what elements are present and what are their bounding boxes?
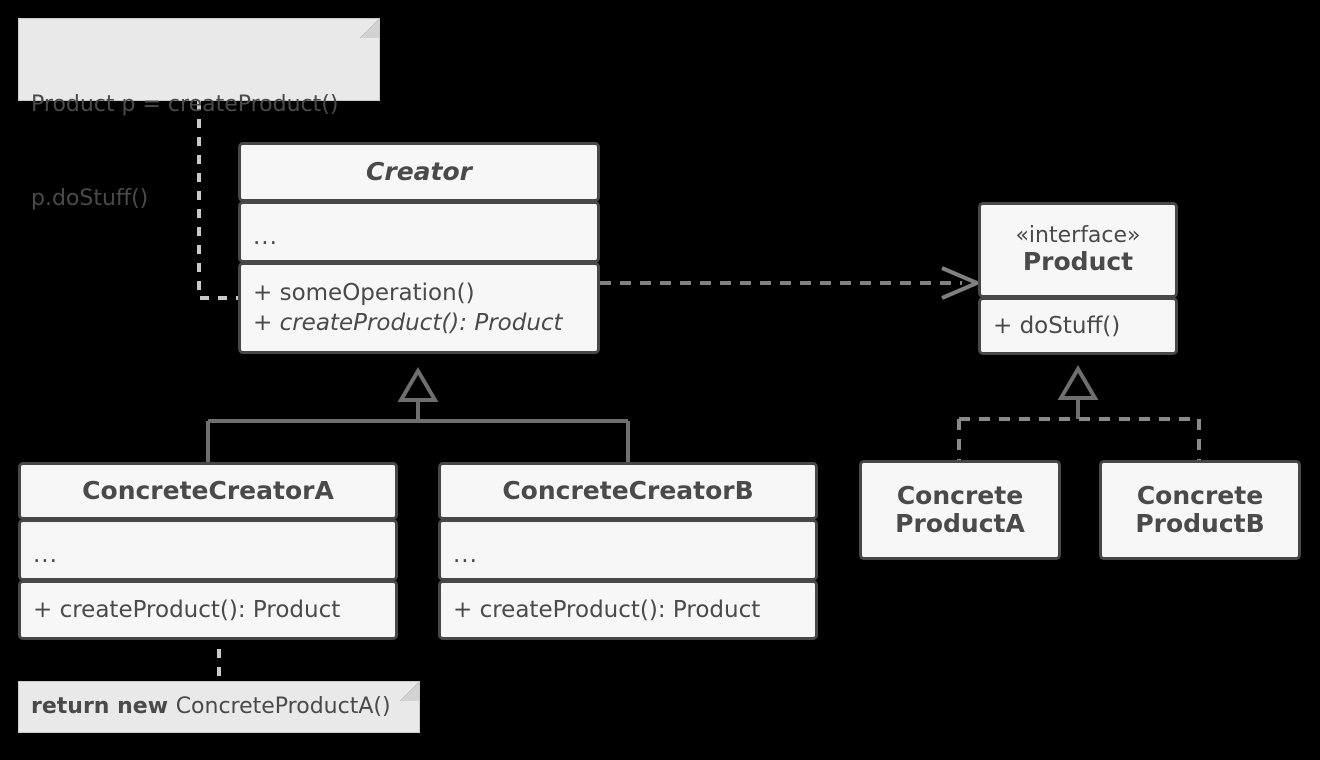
- class-product-name: Product: [1022, 247, 1134, 277]
- note-line-2: p.doStuff(): [31, 186, 149, 212]
- class-concretecreatora[interactable]: ConcreteCreatorA ... + createProduct(): …: [18, 462, 398, 640]
- class-concretecreatorb-title-compartment: ConcreteCreatorB: [438, 462, 818, 520]
- class-concretecreatora-name: ConcreteCreatorA: [82, 476, 334, 505]
- class-concreteproductb-name-line2: ProductB: [1135, 509, 1265, 538]
- class-product-operations-compartment: + doStuff(): [978, 297, 1178, 355]
- class-product-title-compartment: «interface» Product: [978, 202, 1178, 298]
- note-creator-usage: Product p = createProduct() p.doStuff(): [18, 18, 380, 211]
- class-creator-operation-someoperation: + someOperation(): [253, 279, 475, 306]
- class-creator-title-compartment: Creator: [238, 142, 600, 202]
- class-concreteproducta-name-line1: Concrete: [896, 481, 1024, 510]
- class-concreteproductb-title-compartment: Concrete ProductB: [1099, 460, 1301, 560]
- class-concretecreatorb-name: ConcreteCreatorB: [502, 476, 754, 505]
- realization-tree-product: [957, 365, 1201, 460]
- dependency-creator-to-product: [600, 266, 983, 300]
- class-product[interactable]: «interface» Product + doStuff(): [978, 202, 1178, 355]
- class-concretecreatora-operations-compartment: + createProduct(): Product: [18, 580, 398, 640]
- class-concretecreatorb-attributes-compartment: ...: [438, 519, 818, 581]
- class-concretecreatorb-operations-compartment: + createProduct(): Product: [438, 580, 818, 640]
- note-factory-bold-part: return new: [31, 694, 176, 720]
- class-creator-name: Creator: [366, 157, 472, 186]
- class-concretecreatora-operation-createproduct: + createProduct(): Product: [33, 596, 341, 623]
- class-creator-operations-compartment: + someOperation() + createProduct(): Pro…: [238, 262, 600, 354]
- note-factory-rest: ConcreteProductA(): [175, 694, 391, 720]
- class-concretecreatora-attributes-compartment: ...: [18, 519, 398, 581]
- class-creator-operation-createproduct: + createProduct(): Product: [253, 310, 563, 336]
- note-line-1: Product p = createProduct(): [31, 92, 339, 118]
- class-creator[interactable]: Creator ... + someOperation() + createPr…: [238, 142, 600, 354]
- class-creator-attributes-compartment: ...: [238, 201, 600, 263]
- class-creator-attributes: ...: [253, 224, 278, 250]
- note-factory-return: return new ConcreteProductA(): [18, 681, 420, 733]
- class-concretecreatorb-attributes: ...: [453, 542, 478, 568]
- class-concretecreatora-attributes: ...: [33, 542, 58, 568]
- generalization-tree-creator: [206, 367, 630, 462]
- class-concreteproductb-name-line1: Concrete: [1136, 481, 1264, 510]
- class-product-operation-dostuff: + doStuff(): [993, 312, 1121, 339]
- class-concreteproducta-name-line2: ProductA: [895, 509, 1025, 538]
- class-concretecreatora-title-compartment: ConcreteCreatorA: [18, 462, 398, 520]
- class-concreteproducta[interactable]: Concrete ProductA: [859, 460, 1061, 560]
- class-concretecreatorb[interactable]: ConcreteCreatorB ... + createProduct(): …: [438, 462, 818, 640]
- class-product-stereotype: «interface»: [1015, 222, 1141, 248]
- class-concreteproducta-title-compartment: Concrete ProductA: [859, 460, 1061, 560]
- class-concreteproductb[interactable]: Concrete ProductB: [1099, 460, 1301, 560]
- note-factory-return-line: return new ConcreteProductA(): [31, 691, 391, 722]
- note-fold-corner-icon: [360, 19, 379, 38]
- note-fold-corner-icon: [400, 682, 419, 701]
- class-concretecreatorb-operation-createproduct: + createProduct(): Product: [453, 596, 761, 623]
